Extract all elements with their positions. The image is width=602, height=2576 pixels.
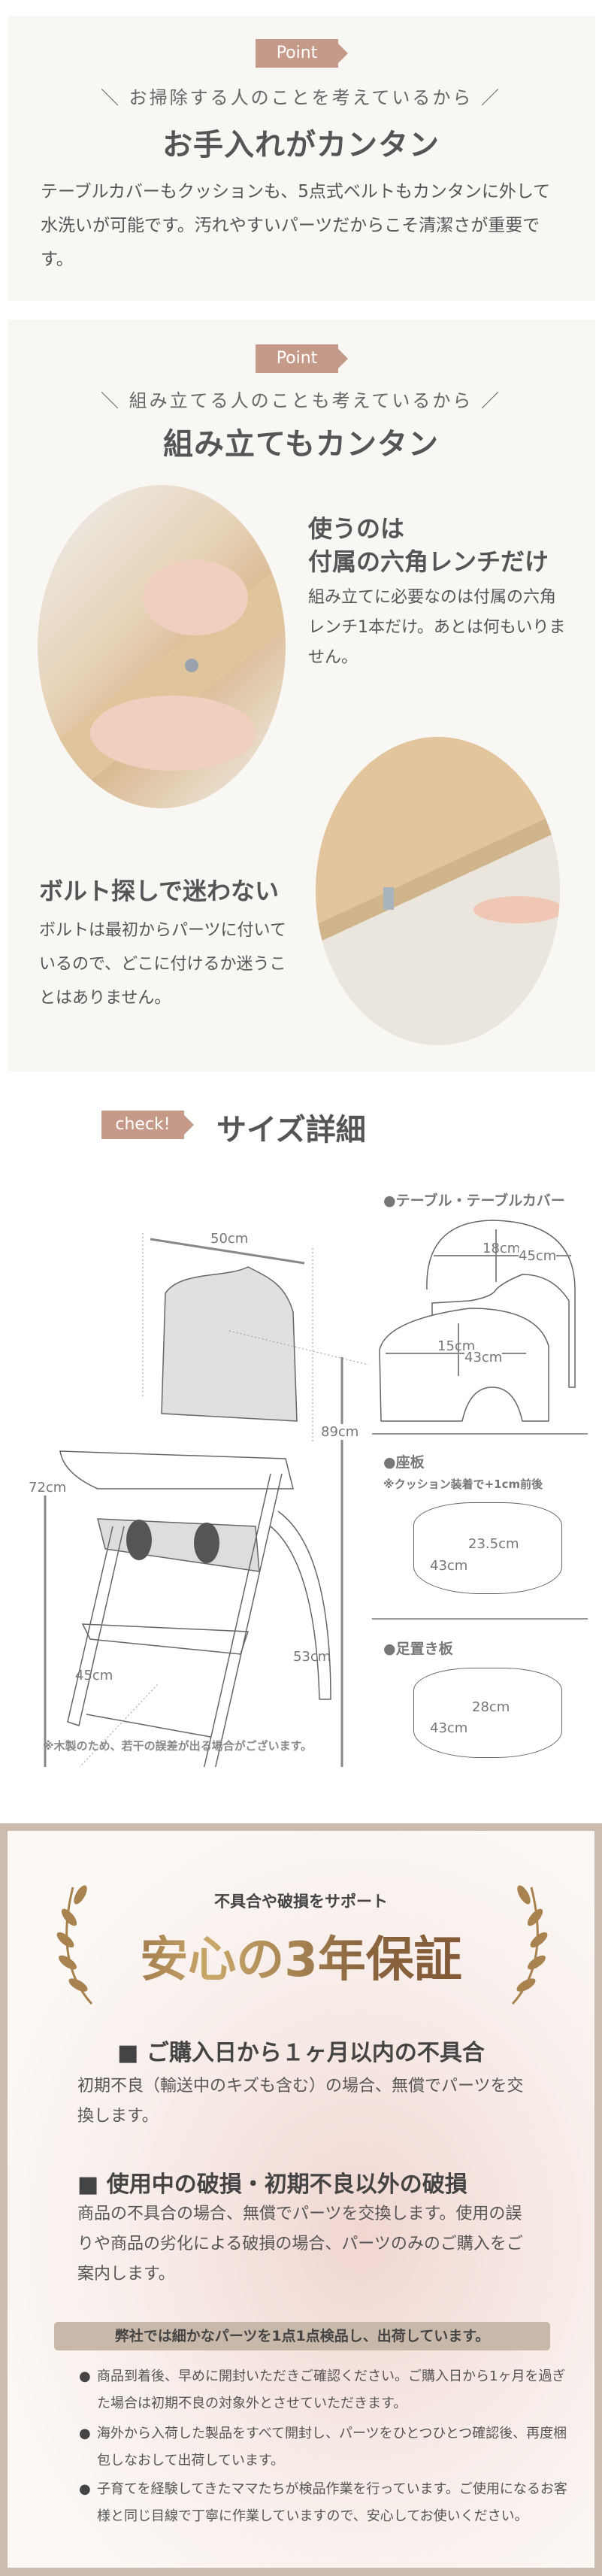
footrest-width-label: 43cm xyxy=(430,1720,468,1736)
footrest-shape xyxy=(413,1668,562,1758)
seat-shape xyxy=(413,1502,562,1594)
warranty-kicker: 不具合や破損をサポート xyxy=(214,1893,388,1911)
table-width-label: 43cm xyxy=(464,1350,503,1365)
chair-diagram xyxy=(44,1233,369,1767)
seat-depth-label: 23.5cm xyxy=(468,1536,519,1552)
divider xyxy=(372,1618,588,1620)
assembly-title: 組み立てもカンタン xyxy=(163,427,439,462)
seat-note: ※クッション装着で+1cm前後 xyxy=(383,1477,543,1491)
chair-height-label: 89cm xyxy=(321,1424,359,1440)
divider xyxy=(372,1433,588,1435)
check-badge: check! xyxy=(101,1111,194,1139)
table-diagram xyxy=(379,1220,576,1422)
warranty-title: 安心の3年保証 xyxy=(0,1921,602,1990)
point-badge: Point xyxy=(256,39,348,68)
cleaning-subtitle: ＼ お掃除する人のことを考えているから ／ xyxy=(100,87,502,108)
feature2-heading: ボルト探しで迷わない xyxy=(39,877,280,905)
feature2-body: ボルトは最初からパーツに付いているので、どこに付けるか迷うことはありません。 xyxy=(39,921,286,1008)
warranty-item2-heading: ■ 使用中の破損・初期不良以外の破損 xyxy=(77,2171,467,2198)
feature1-heading-line2: 付属の六角レンチだけ xyxy=(308,547,549,576)
bolt-photo xyxy=(316,737,560,1045)
footrest-depth-label: 28cm xyxy=(472,1699,510,1715)
inspection-banner: 弊社では細かなパーツを1点1点検品し、出荷しています。 xyxy=(54,2322,550,2350)
size-title: サイズ詳細 xyxy=(216,1113,366,1147)
point-badge: Point xyxy=(256,344,348,373)
feature1-heading: 使うのは 付属の六角レンチだけ xyxy=(308,512,549,578)
warranty-item2-body: 商品の不具合の場合、無償でパーツを交換します。使用の誤りや商品の劣化による破損の… xyxy=(77,2205,523,2284)
warranty-bullet: 商品到着後、早めに開封いただきご確認ください。ご購入日から1ヶ月を過ぎた場合は初… xyxy=(79,2363,567,2417)
chair-depth-left-label: 45cm xyxy=(75,1668,113,1683)
laurel-right-icon xyxy=(511,1885,548,2005)
seat-heading: ●座板 xyxy=(383,1454,425,1471)
footrest-heading: ●足置き板 xyxy=(383,1641,453,1657)
cleaning-title: お手入れがカンタン xyxy=(162,128,440,162)
feature1-heading-line1: 使うのは xyxy=(308,514,405,543)
chair-width-label: 50cm xyxy=(210,1231,249,1247)
cleaning-body: テーブルカバーもクッションも、5点式ベルトもカンタンに外して水洗いが可能です。汚… xyxy=(41,182,551,269)
assembly-subtitle: ＼ 組み立てる人のことも考えているから ／ xyxy=(100,390,502,411)
seat-width-label: 43cm xyxy=(430,1558,468,1574)
laurel-left-icon xyxy=(56,1885,93,2005)
table-heading: ●テーブル・テーブルカバー xyxy=(383,1193,565,1209)
cover-depth-label: 18cm xyxy=(483,1241,521,1256)
warranty-bullet: 子育てを経験してきたママたちが検品作業を行っています。ご使用になるお客様と同じ目… xyxy=(79,2476,567,2530)
hex-wrench-photo xyxy=(38,485,286,808)
feature1-body: 組み立てに必要なのは付属の六角レンチ1本だけ。あとは何もいりません。 xyxy=(308,588,566,667)
size-footnote: ※木製のため、若干の誤差が出る場合がございます。 xyxy=(43,1739,313,1753)
warranty-bullet: 海外から入荷した製品をすべて開封し、パーツをひとつひとつ確認後、再度梱包しなおし… xyxy=(79,2420,567,2474)
chair-seat-height-label: 72cm xyxy=(29,1480,67,1496)
chair-depth-right-label: 53cm xyxy=(293,1649,331,1665)
warranty-item1-heading: ■ ご購入日から１ヶ月以内の不具合 xyxy=(117,2040,485,2066)
cover-width-label: 45cm xyxy=(519,1248,557,1264)
warranty-item1-body: 初期不良（輸送中のキズも含む）の場合、無償でパーツを交換します。 xyxy=(77,2077,524,2126)
